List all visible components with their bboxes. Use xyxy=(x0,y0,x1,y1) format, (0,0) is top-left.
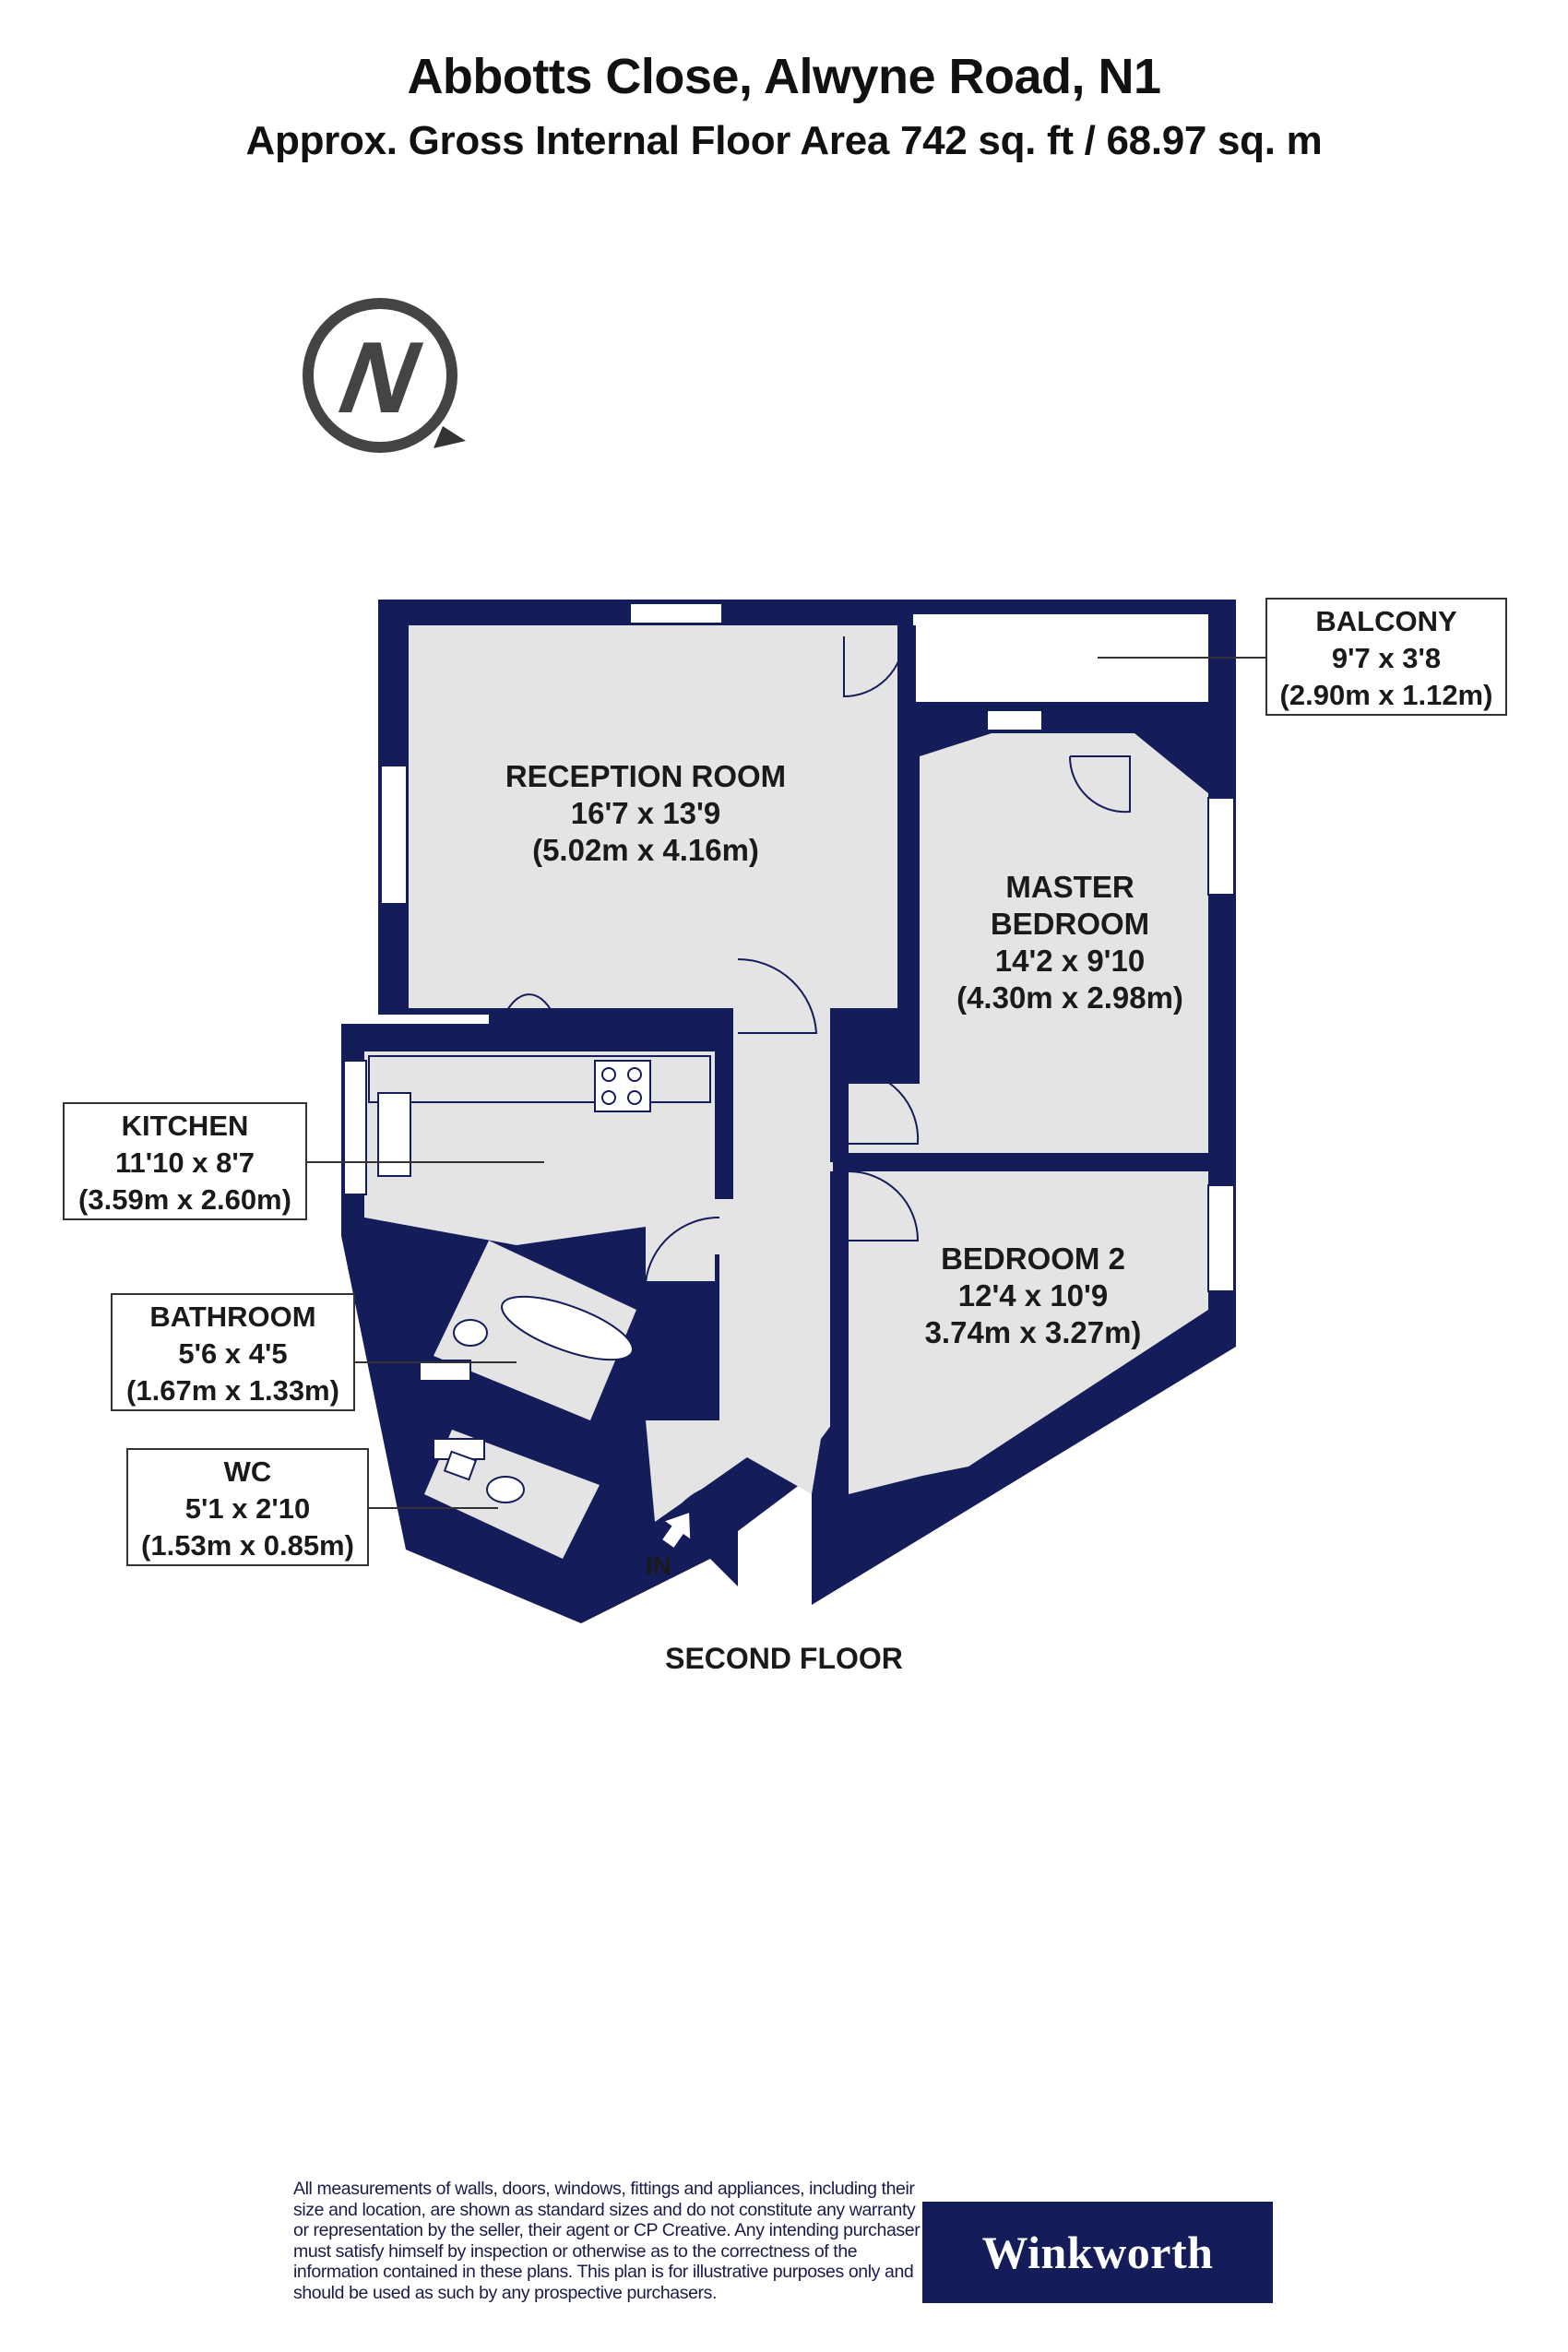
entrance-label: IN xyxy=(646,1551,671,1580)
door-master-hall xyxy=(848,1068,920,1145)
kitchen-counter xyxy=(368,1055,711,1103)
bedroom-2-label: BEDROOM 2 12'4 x 10'9 3.74m x 3.27m) xyxy=(885,1241,1181,1351)
kitchen-imperial: 11'10 x 8'7 xyxy=(115,1146,255,1179)
kitchen-name: KITCHEN xyxy=(121,1110,249,1142)
balcony-metric: (2.90m x 1.12m) xyxy=(1279,679,1493,711)
callout-leaders xyxy=(307,657,1265,1509)
wc-callout: WC 5'1 x 2'10 (1.53m x 0.85m) xyxy=(126,1448,369,1566)
door-bedroom2-hall xyxy=(848,1170,920,1241)
window-master-balcony xyxy=(986,709,1043,731)
wc-name: WC xyxy=(223,1455,272,1488)
wc-imperial: 5'1 x 2'10 xyxy=(184,1492,311,1525)
door-kitchen-reception xyxy=(502,993,554,1020)
compass: N xyxy=(303,298,466,453)
bathroom-metric: (1.67m x 1.33m) xyxy=(126,1374,339,1407)
wc-metric: (1.53m x 0.85m) xyxy=(141,1529,354,1562)
bathtub xyxy=(501,1295,634,1361)
disclaimer-text: All measurements of walls, doors, window… xyxy=(293,2179,921,2303)
bedroom-2-imperial: 12'4 x 10'9 xyxy=(957,1278,1109,1313)
reception-room-label: RECEPTION ROOM 16'7 x 13'9 (5.02m x 4.16… xyxy=(461,758,830,869)
sink xyxy=(377,1092,411,1177)
entrance-arrow-icon xyxy=(659,1510,693,1550)
page-subtitle: Approx. Gross Internal Floor Area 742 sq… xyxy=(245,118,1323,163)
reception-room-name: RECEPTION ROOM xyxy=(505,759,787,793)
bathroom-name: BATHROOM xyxy=(149,1301,316,1333)
door-reception-balcony xyxy=(843,636,905,698)
master-bedroom-metric: (4.30m x 2.98m) xyxy=(956,980,1183,1015)
brand-name: Winkworth xyxy=(981,2227,1214,2278)
kitchen-fittings xyxy=(368,1055,711,1177)
internal-walls xyxy=(581,625,1220,1494)
master-bedroom-name-line2: BEDROOM xyxy=(990,907,1150,941)
bath-basin xyxy=(453,1319,488,1347)
room-floors xyxy=(364,625,1208,1559)
window-reception-left xyxy=(380,765,408,905)
bedroom-2-metric: 3.74m x 3.27m) xyxy=(924,1315,1142,1349)
kitchen-metric: (3.59m x 2.60m) xyxy=(78,1183,291,1216)
bathroom-imperial: 5'6 x 4'5 xyxy=(178,1337,288,1370)
balcony-imperial: 9'7 x 3'8 xyxy=(1331,642,1442,674)
balcony-area xyxy=(897,600,1236,702)
north-arrow-icon: N xyxy=(324,321,438,434)
master-bedroom-name-line1: MASTER xyxy=(1005,870,1134,904)
wc-cistern xyxy=(443,1450,478,1481)
reception-room-metric: (5.02m x 4.16m) xyxy=(532,833,759,867)
bathroom-callout: BATHROOM 5'6 x 4'5 (1.67m x 1.33m) xyxy=(111,1293,355,1411)
wc-toilet xyxy=(486,1476,525,1503)
balcony-name: BALCONY xyxy=(1315,605,1457,637)
master-bedroom-label: MASTER BEDROOM 14'2 x 9'10 (4.30m x 2.98… xyxy=(922,869,1218,1016)
brand-logo: Winkworth xyxy=(922,2202,1273,2303)
master-bedroom-imperial: 14'2 x 9'10 xyxy=(994,944,1146,978)
hob xyxy=(594,1060,651,1112)
bathroom-fittings xyxy=(443,1295,634,1503)
reception-room-imperial: 16'7 x 13'9 xyxy=(570,796,721,830)
bedroom-2-name: BEDROOM 2 xyxy=(941,1241,1125,1276)
window-reception-top xyxy=(629,602,723,624)
door-reception-hall xyxy=(737,957,818,1034)
balcony-callout: BALCONY 9'7 x 3'8 (2.90m x 1.12m) xyxy=(1265,598,1507,716)
kitchen-callout: KITCHEN 11'10 x 8'7 (3.59m x 2.60m) xyxy=(63,1102,307,1220)
windows xyxy=(343,602,1235,1460)
window-bed2-right xyxy=(1207,1184,1235,1292)
door-master-balcony xyxy=(1068,755,1131,814)
window-kitchen-left xyxy=(343,1060,367,1195)
page-title: Abbotts Close, Alwyne Road, N1 xyxy=(407,49,1161,104)
door-kitchen-hall xyxy=(644,1216,720,1283)
window-master-right xyxy=(1207,797,1235,896)
floor-label: SECOND FLOOR xyxy=(665,1642,903,1675)
window-bathroom xyxy=(419,1360,471,1382)
